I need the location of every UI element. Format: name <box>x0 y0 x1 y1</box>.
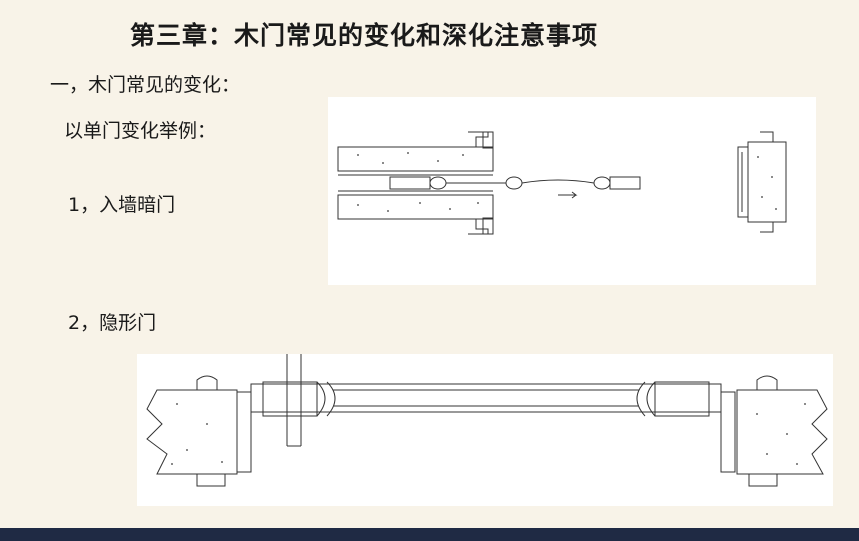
intro-text: 以单门变化举例： <box>64 120 217 142</box>
slide-title: 第三章：木门常见的变化和深化注意事项 <box>130 21 599 50</box>
right-handle <box>593 176 611 190</box>
left-leaf-block <box>262 381 318 417</box>
door-stop-block <box>609 176 641 190</box>
left-profile <box>316 381 326 417</box>
concrete-stipple <box>171 403 806 465</box>
right-wall-section <box>747 141 787 223</box>
upper-wall-slab <box>337 146 494 172</box>
middle-handle <box>505 176 523 190</box>
bottom-bar <box>0 528 859 541</box>
invisible-door-drawing <box>137 354 833 506</box>
invisible-door-plan-svg <box>146 354 828 487</box>
item-1-label: 1，入墙暗门 <box>68 194 176 216</box>
upper-trim <box>468 131 489 147</box>
lower-wall-slab <box>337 194 494 220</box>
right-frame <box>720 391 736 473</box>
section-heading: 一，木门常见的变化： <box>50 74 241 96</box>
right-profile <box>636 381 646 417</box>
item-2-label: 2，隐形门 <box>68 312 157 334</box>
right-wall <box>736 389 828 475</box>
slide: 第三章：木门常见的变化和深化注意事项 一，木门常见的变化： 以单门变化举例： 1… <box>50 21 833 506</box>
door-leaf-block <box>389 176 431 190</box>
lower-trim <box>468 219 489 235</box>
concrete-stipple <box>357 152 777 212</box>
left-handle <box>429 176 447 190</box>
slide-arrow <box>558 191 578 199</box>
left-wall <box>146 389 238 475</box>
concealed-door-drawing <box>328 97 816 285</box>
left-frame <box>236 391 252 473</box>
right-leaf-block <box>654 381 710 417</box>
concealed-door-plan-svg <box>337 131 787 235</box>
